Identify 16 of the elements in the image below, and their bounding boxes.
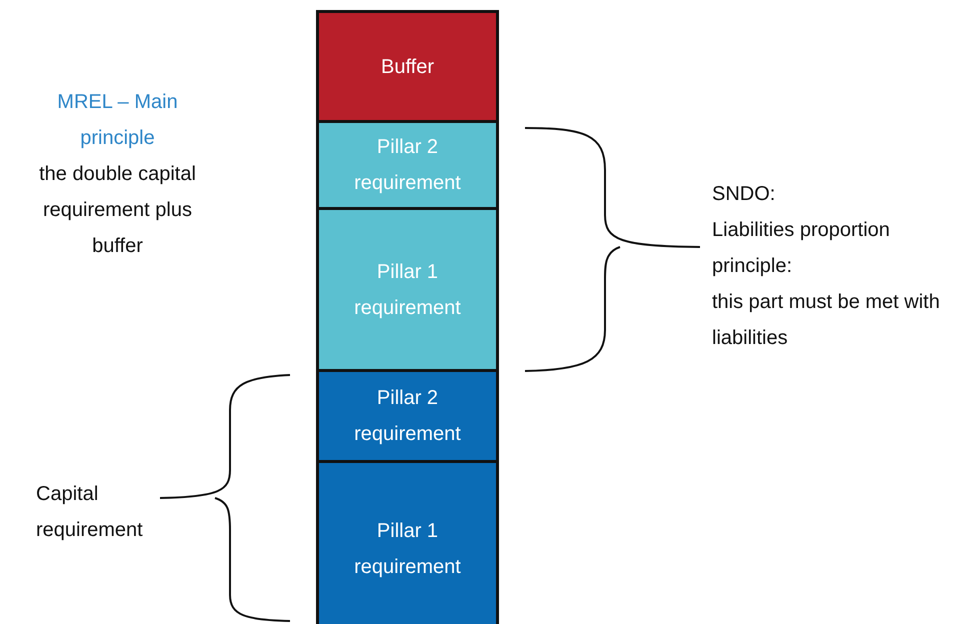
annotation-text: SNDO: [712, 182, 776, 207]
stacked-bar-segment [316, 210, 499, 372]
stacked-bar-segment [316, 10, 499, 123]
segment-label: Pillar 2 requirement [353, 386, 462, 447]
annotation-text: this part must be met with liabilities [712, 290, 941, 351]
segment-label: Pillar 2 requirement [353, 135, 462, 196]
segment-label: Buffer [380, 54, 435, 80]
annotation-text: Capital requirement [36, 482, 144, 543]
segment-label: Pillar 1 requirement [353, 260, 462, 320]
stacked-bar-segment [316, 123, 499, 210]
segment-label: Pillar 1 requirement [353, 519, 462, 580]
annotation-text: the double capital requirement plus buffer [38, 162, 197, 259]
stacked-bar-segment [316, 463, 499, 624]
annotation-text: Liabilities proportion principle: [712, 218, 891, 279]
stacked-bar-segment [316, 372, 499, 463]
heading-label: MREL – Main principle [56, 90, 179, 151]
